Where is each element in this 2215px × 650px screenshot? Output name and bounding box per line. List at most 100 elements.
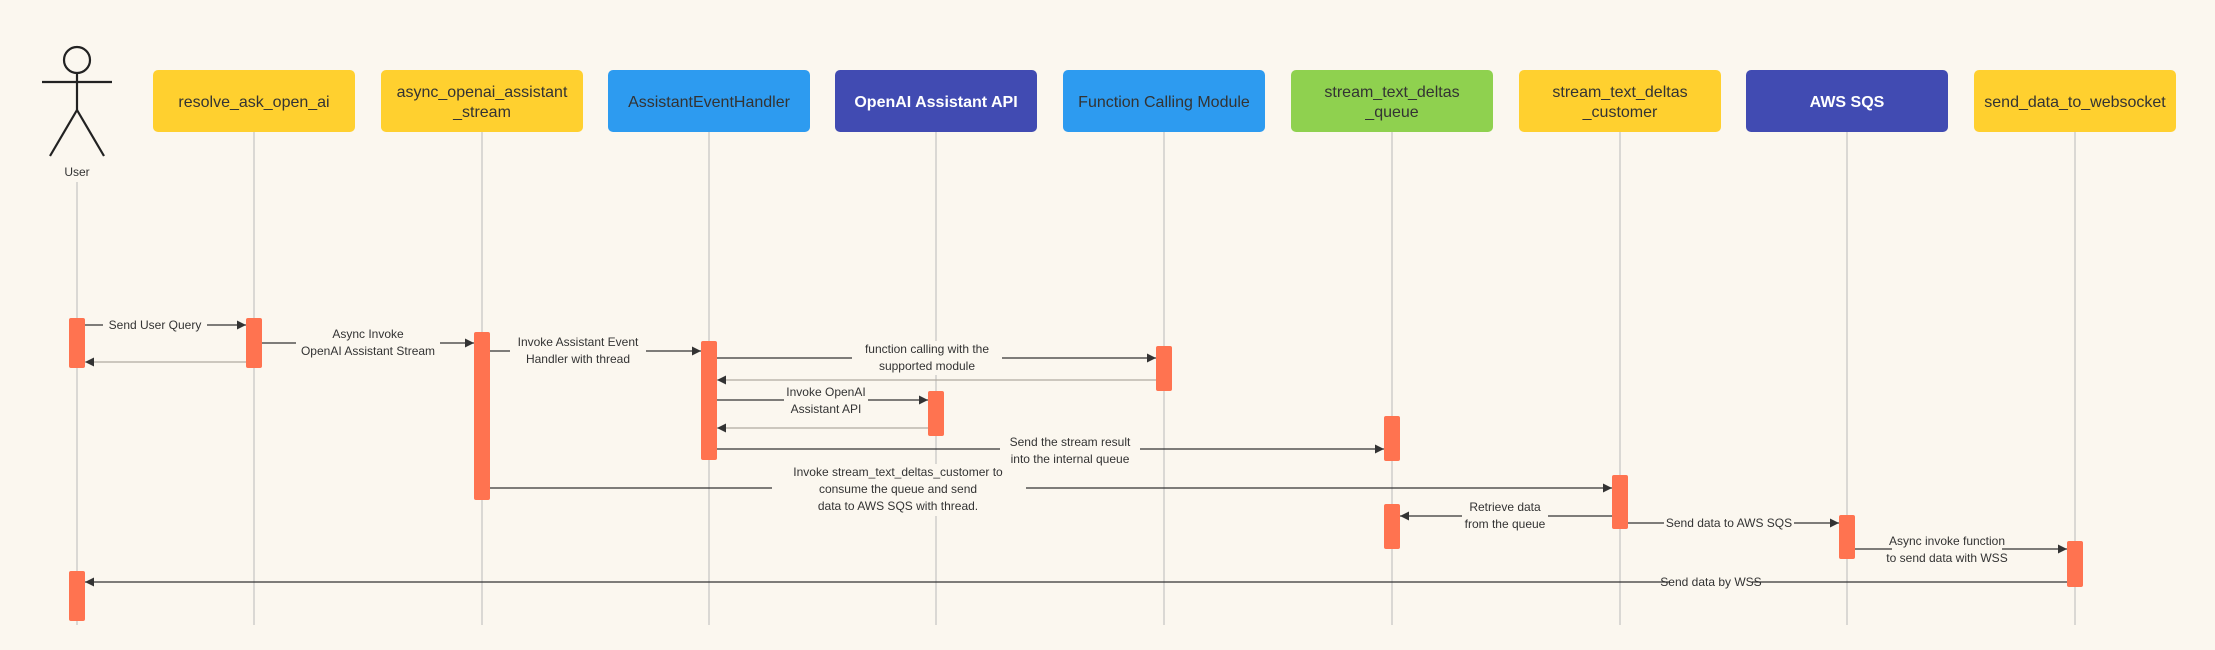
message-label-bg bbox=[1000, 434, 1140, 468]
message-retrieve-data: Retrieve data from the queue bbox=[1400, 499, 1612, 533]
message-send-to-sqs: Send data to AWS SQS bbox=[1628, 515, 1839, 531]
message-label-bg bbox=[852, 341, 1002, 375]
message-label: OpenAI Assistant Stream bbox=[301, 344, 435, 358]
arrowhead bbox=[465, 338, 474, 348]
participant-label: OpenAI Assistant API bbox=[854, 94, 1017, 111]
message-label: Retrieve data bbox=[1469, 500, 1541, 514]
message-label: function calling with the bbox=[865, 342, 989, 356]
participant-label: _customer bbox=[1582, 104, 1658, 121]
participant-label: send_data_to_websocket bbox=[1984, 94, 2166, 111]
message-label: Invoke Assistant Event bbox=[518, 335, 639, 349]
participant-queue: stream_text_deltas _queue bbox=[1291, 70, 1493, 132]
message-send-by-wss: Send data by WSS bbox=[85, 574, 2067, 590]
arrowhead bbox=[2058, 544, 2067, 554]
message-label-bg bbox=[1462, 499, 1548, 533]
message-label-bg bbox=[1670, 574, 1752, 590]
activation-bar-resolve bbox=[246, 318, 262, 368]
message-invoke-openai: Invoke OpenAI Assistant API bbox=[717, 384, 928, 418]
message-label-bg bbox=[103, 317, 207, 333]
message-function-calling: function calling with the supported modul… bbox=[717, 341, 1156, 375]
participant-resolve: resolve_ask_open_ai bbox=[153, 70, 355, 132]
participant-label: stream_text_deltas bbox=[1552, 84, 1687, 101]
participant-box bbox=[1974, 70, 2176, 132]
actor-name: User bbox=[64, 165, 89, 179]
participant-box bbox=[1519, 70, 1721, 132]
activation-bar-openai bbox=[928, 391, 944, 436]
activation-bar-user bbox=[69, 318, 85, 368]
message-label-bg bbox=[772, 464, 1026, 516]
arrowhead bbox=[717, 375, 726, 385]
activation-bar-async_stream bbox=[474, 332, 490, 500]
message-label-bg bbox=[296, 326, 440, 360]
activation-bar-sqs bbox=[1839, 515, 1855, 559]
participant-box bbox=[1746, 70, 1948, 132]
activation-bar-user bbox=[69, 571, 85, 621]
participant-handler: AssistantEventHandler bbox=[608, 70, 810, 132]
message-label: Send User Query bbox=[109, 318, 202, 332]
participant-box bbox=[1063, 70, 1265, 132]
participant-label: AWS SQS bbox=[1810, 94, 1885, 111]
message-label: into the internal queue bbox=[1011, 452, 1130, 466]
activation-bar-websocket bbox=[2067, 541, 2083, 587]
message-async-invoke-ws: Async invoke function to send data with W… bbox=[1855, 533, 2067, 567]
message-label: Invoke OpenAI bbox=[786, 385, 865, 399]
participant-customer: stream_text_deltas _customer bbox=[1519, 70, 1721, 132]
arrowhead bbox=[237, 320, 246, 330]
participant-box bbox=[1291, 70, 1493, 132]
message-label: data to AWS SQS with thread. bbox=[818, 499, 978, 513]
message-label-bg bbox=[1892, 533, 2002, 567]
message-label: Send the stream result bbox=[1010, 435, 1131, 449]
message-label: consume the queue and send bbox=[819, 482, 977, 496]
participant-sqs: AWS SQS bbox=[1746, 70, 1948, 132]
arrowhead bbox=[919, 395, 928, 405]
message-label-bg bbox=[784, 384, 868, 418]
message-label: Async invoke function bbox=[1889, 534, 2005, 548]
message-send-user-query: Send User Query bbox=[85, 317, 246, 333]
actor-left-leg bbox=[49, 109, 78, 157]
participant-openai: OpenAI Assistant API bbox=[835, 70, 1037, 132]
message-label: from the queue bbox=[1465, 517, 1546, 531]
participant-label: Function Calling Module bbox=[1078, 94, 1250, 111]
activation-bar-queue bbox=[1384, 504, 1400, 549]
message-invoke-customer: Invoke stream_text_deltas_customer to con… bbox=[490, 464, 1612, 516]
participant-label: async_openai_assistant bbox=[397, 84, 568, 101]
participant-label: AssistantEventHandler bbox=[628, 94, 791, 111]
participant-box bbox=[835, 70, 1037, 132]
message-invoke-handler: Invoke Assistant EventHandler with threa… bbox=[490, 334, 701, 368]
arrowhead bbox=[85, 577, 94, 587]
message-label: Invoke stream_text_deltas_customer to bbox=[793, 465, 1003, 479]
arrowhead bbox=[692, 346, 701, 356]
activation-bar-queue bbox=[1384, 416, 1400, 461]
message-label: Async Invoke bbox=[332, 327, 404, 341]
participant-box bbox=[153, 70, 355, 132]
participant-async_stream: async_openai_assistant _stream bbox=[381, 70, 583, 132]
participant-function: Function Calling Module bbox=[1063, 70, 1265, 132]
participant-label: _queue bbox=[1364, 104, 1418, 121]
message-label: Send data by WSS bbox=[1660, 575, 1761, 589]
arrowhead bbox=[717, 423, 726, 433]
message-label: Handler with thread bbox=[526, 352, 630, 366]
activation-bars bbox=[69, 318, 2083, 621]
participant-label: _stream bbox=[452, 104, 511, 121]
arrowhead bbox=[85, 357, 94, 367]
participant-box bbox=[381, 70, 583, 132]
participant-box bbox=[608, 70, 810, 132]
arrowhead bbox=[1400, 511, 1409, 521]
message-label: Send data to AWS SQS bbox=[1666, 516, 1792, 530]
arrowhead bbox=[1375, 444, 1384, 454]
actor-user: User bbox=[42, 45, 112, 179]
activation-bar-function bbox=[1156, 346, 1172, 391]
arrowhead bbox=[1830, 518, 1839, 528]
message-return-from-openai bbox=[717, 423, 928, 433]
message-label: Assistant API bbox=[791, 402, 862, 416]
message-label: to send data with WSS bbox=[1886, 551, 2007, 565]
arrowhead bbox=[1603, 483, 1612, 493]
message-label-bg bbox=[510, 334, 646, 368]
participant-label: resolve_ask_open_ai bbox=[178, 94, 329, 111]
message-label: supported module bbox=[879, 359, 975, 373]
actor-right-leg bbox=[76, 109, 105, 157]
participant-label: stream_text_deltas bbox=[1324, 84, 1459, 101]
participant-websocket: send_data_to_websocket bbox=[1974, 70, 2176, 132]
